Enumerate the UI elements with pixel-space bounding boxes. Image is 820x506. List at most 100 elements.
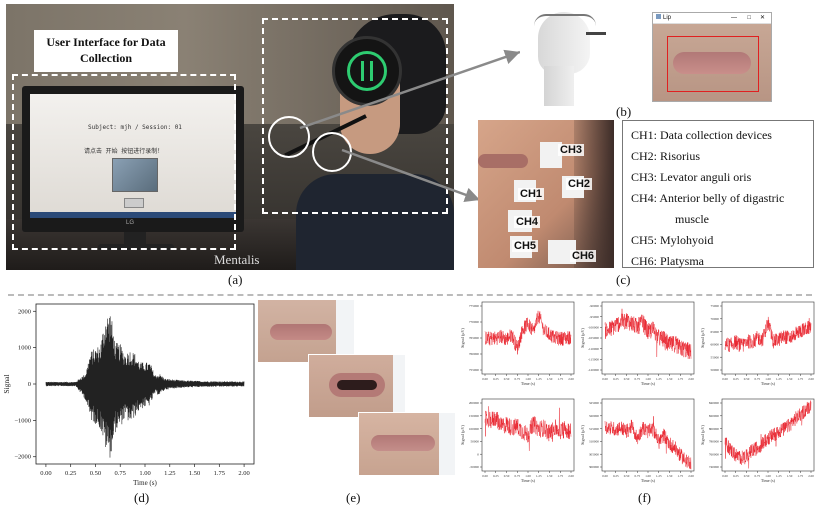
x-tick-label: 1.00 xyxy=(645,377,651,381)
x-tick-label: 0.25 xyxy=(733,377,739,381)
y-tick-label: -100000 xyxy=(588,326,600,330)
x-tick-label: 1.50 xyxy=(667,474,673,478)
lip-detection-box xyxy=(667,36,759,92)
x-tick-label: 1.75 xyxy=(677,474,683,478)
x-tick-label: 1.75 xyxy=(557,474,563,478)
x-tick-label: 2.00 xyxy=(808,377,814,381)
y-tick-label: 0 xyxy=(28,381,31,388)
x-tick-label: 2.00 xyxy=(568,377,574,381)
x-tick-label: 2.00 xyxy=(688,377,694,381)
y-tick-label: -120000 xyxy=(588,368,600,372)
x-tick-label: 2.00 xyxy=(568,474,574,478)
x-tick-label: 0.75 xyxy=(115,470,126,477)
tag-ch1: CH1 xyxy=(518,188,545,200)
y-tick-label: 775000 xyxy=(469,304,479,308)
y-tick-label: 310000 xyxy=(589,440,599,444)
x-tick-label: 0.50 xyxy=(504,377,510,381)
window-close-icon: ✕ xyxy=(759,15,765,21)
screen-subject-text: Subject: mjh / Session: 01 xyxy=(88,124,182,131)
x-tick-label: 1.75 xyxy=(557,377,563,381)
y-axis-label: Signal (μV) xyxy=(580,424,585,444)
monitor: Subject: mjh / Session: 01 请点击 开始 按钮进行录制… xyxy=(22,86,244,232)
x-tick-label: 1.50 xyxy=(787,377,793,381)
x-tick-label: 1.75 xyxy=(797,474,803,478)
monitor-brand: LG xyxy=(126,220,135,226)
emg-trace xyxy=(604,416,692,470)
y-tick-label: −1000 xyxy=(14,417,31,424)
y-tick-label: -90000 xyxy=(589,304,599,308)
y-tick-label: 325000 xyxy=(589,401,599,405)
x-axis-label: Time (s) xyxy=(133,479,157,487)
monitor-screen: Subject: mjh / Session: 01 请点击 开始 按钮进行录制… xyxy=(30,94,236,218)
window-maximize-icon: □ xyxy=(747,15,751,21)
y-tick-label: 50000 xyxy=(711,368,720,372)
x-tick-label: 1.25 xyxy=(656,474,662,478)
emg-trace xyxy=(484,310,572,355)
y-tick-label: 820000 xyxy=(709,414,719,418)
lip-window-title: Lip xyxy=(663,15,672,21)
x-tick-label: 0.75 xyxy=(754,377,760,381)
y-tick-label: -105000 xyxy=(588,336,600,340)
section-separator xyxy=(8,294,812,296)
label-c: (c) xyxy=(616,272,631,287)
monitor-dashed-box xyxy=(12,74,236,250)
x-tick-label: 0.50 xyxy=(744,474,750,478)
y-tick-label: 55000 xyxy=(711,355,720,359)
y-tick-label: 200000 xyxy=(469,401,479,405)
x-tick-label: 1.25 xyxy=(164,470,175,477)
audio-waveform xyxy=(45,316,245,458)
y-tick-label: 780000 xyxy=(709,440,719,444)
x-tick-label: 0.75 xyxy=(514,377,520,381)
x-tick-label: 1.50 xyxy=(547,474,553,478)
window-minimize-icon: — xyxy=(731,15,737,21)
legend-ch5: CH5: Mylohyoid xyxy=(631,233,714,247)
tag-ch3: CH3 xyxy=(558,144,585,156)
y-tick-label: 50000 xyxy=(471,440,480,444)
y-axis-label: Signal (μV) xyxy=(460,327,465,347)
tag-ch6: CH6 xyxy=(570,250,597,262)
y-axis-label: Signal (μV) xyxy=(580,327,585,347)
label-d: (d) xyxy=(134,490,150,505)
x-axis-label: Time (s) xyxy=(641,381,656,386)
x-tick-label: 0.00 xyxy=(482,474,488,478)
legend-ch4: CH4: Anterior belly of digastric xyxy=(631,191,785,205)
y-axis-label: Signal (μV) xyxy=(700,424,705,444)
y-tick-label: 65000 xyxy=(711,330,720,334)
x-axis-label: Time (s) xyxy=(641,478,656,483)
x-tick-label: 1.25 xyxy=(776,474,782,478)
x-tick-label: 1.75 xyxy=(677,377,683,381)
lip-frame-2 xyxy=(308,354,406,418)
sensor-highlight-circle-1 xyxy=(268,116,310,158)
emg-subplot-ch6: 8400008200008000007800007600007400000.00… xyxy=(700,398,815,483)
x-tick-label: 0.25 xyxy=(733,474,739,478)
x-tick-label: 1.50 xyxy=(189,470,200,477)
y-tick-label: 1000 xyxy=(18,345,31,352)
y-tick-label: 765000 xyxy=(469,336,479,340)
monitor-stand xyxy=(124,232,146,246)
channel-legend: CH1: Data collection devices CH2: Risori… xyxy=(622,120,814,268)
mannequin-head-image xyxy=(520,6,610,106)
legend-ch1: CH1: Data collection devices xyxy=(631,128,772,142)
lip-window-icon xyxy=(656,14,661,19)
screen-instruction-text: 请点击 开始 按钮进行录制！ xyxy=(84,148,164,155)
x-tick-label: 1.00 xyxy=(645,474,651,478)
x-tick-label: 1.75 xyxy=(214,470,225,477)
y-tick-label: 800000 xyxy=(709,427,719,431)
legend-ch2: CH2: Risorius xyxy=(631,149,701,163)
y-tick-label: 100000 xyxy=(469,427,479,431)
lip-frame-3 xyxy=(358,412,456,476)
x-tick-label: 1.00 xyxy=(525,474,531,478)
y-tick-label: 305000 xyxy=(589,452,599,456)
y-tick-label: 755000 xyxy=(469,368,479,372)
y-tick-label: -95000 xyxy=(589,315,599,319)
x-tick-label: 2.00 xyxy=(688,474,694,478)
x-tick-label: 2.00 xyxy=(808,474,814,478)
y-tick-label: 760000 xyxy=(709,452,719,456)
legend-ch6: CH6: Platysma xyxy=(631,254,705,268)
x-tick-label: 1.00 xyxy=(765,474,771,478)
y-tick-label: 0 xyxy=(477,452,479,456)
x-tick-label: 0.00 xyxy=(602,474,608,478)
